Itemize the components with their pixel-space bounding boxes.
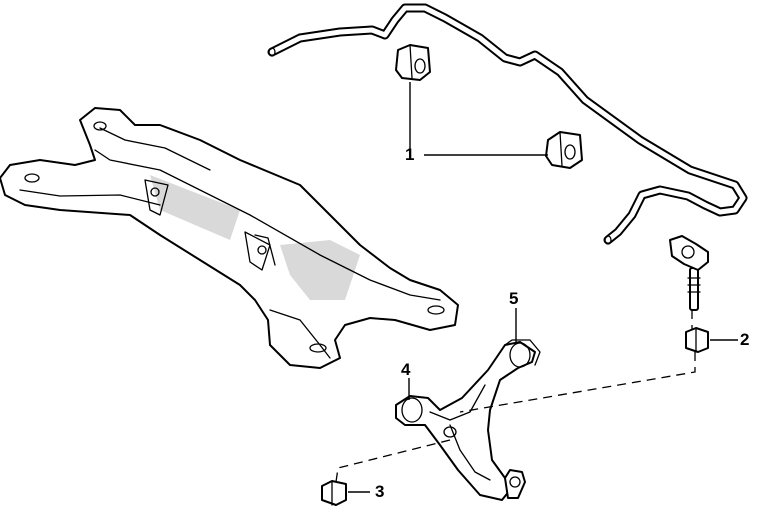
- stabilizer-bushing-lower: [545, 131, 583, 169]
- lower-arm-bushing: [321, 480, 347, 506]
- callout-2: 2: [740, 330, 750, 349]
- callout-5: 5: [509, 289, 519, 308]
- stabilizer-link: [669, 235, 709, 311]
- link-bushing: [685, 327, 709, 353]
- callout-1: 1: [405, 145, 415, 164]
- leader-lines: [348, 82, 738, 493]
- stabilizer-bushing-upper: [395, 44, 431, 81]
- lower-control-arm: [395, 339, 541, 501]
- callout-3: 3: [375, 482, 385, 501]
- callout-4: 4: [401, 360, 411, 379]
- stabilizer-bar: [267, 3, 748, 245]
- crossmember: [0, 107, 459, 369]
- assembly-lines: [335, 310, 696, 483]
